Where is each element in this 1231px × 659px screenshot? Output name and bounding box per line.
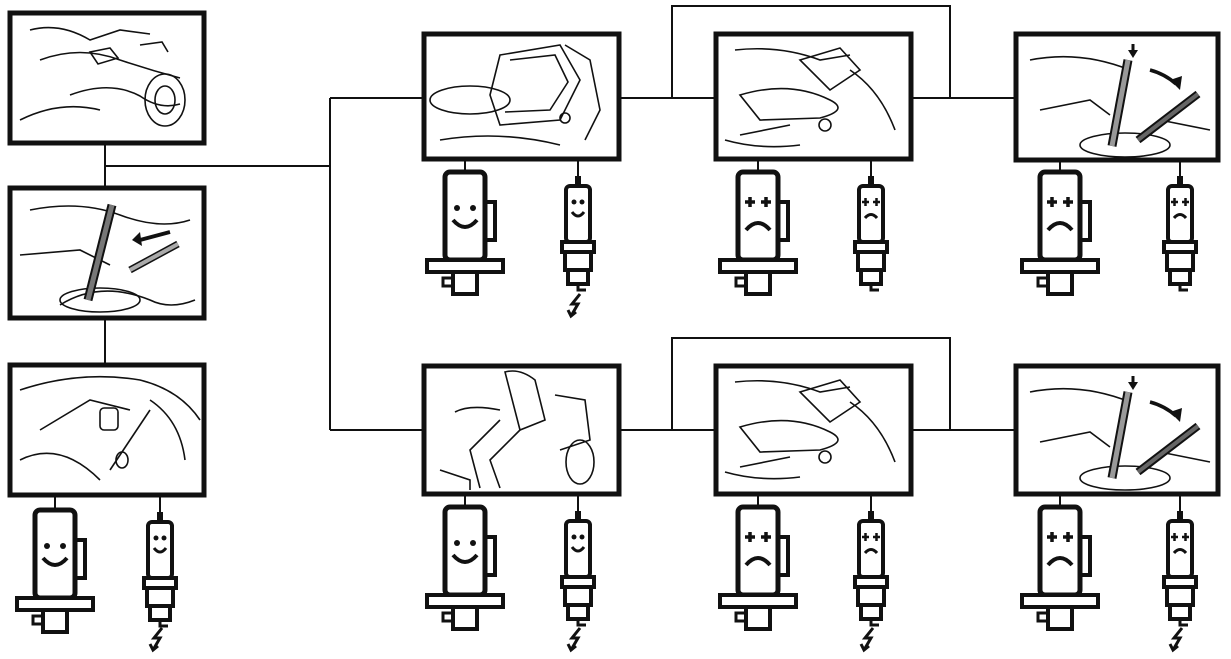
lever-icon <box>1107 376 1201 479</box>
spark-icon <box>566 292 582 318</box>
panel-lever-pushed-forward <box>1013 363 1221 497</box>
spark-plug-happy <box>142 510 178 628</box>
spark-icon <box>148 626 164 652</box>
ignition-module-happy <box>427 172 503 294</box>
spark-plug-sad <box>1162 174 1198 292</box>
panel-empty-seat <box>421 31 622 162</box>
ignition-module-happy <box>17 510 93 632</box>
lever-icon <box>1107 44 1201 147</box>
spark-plug-happy <box>560 174 596 292</box>
spark-icon <box>1168 626 1184 652</box>
ignition-module-happy <box>427 507 503 629</box>
panel-lever-pulled-back <box>7 185 207 321</box>
spark-plug-sad <box>1162 509 1198 627</box>
panel-lever-pushed-forward <box>1013 31 1221 163</box>
spark-plug-happy <box>560 509 596 627</box>
spark-plug-sad <box>853 509 889 627</box>
panel-hands-on-control-panel <box>7 10 207 146</box>
spark-plug-sad <box>853 174 889 292</box>
ignition-module-sad <box>720 507 796 629</box>
ignition-module-sad <box>1022 172 1098 294</box>
panel-engine-side-view <box>713 31 914 162</box>
lever-icon <box>83 203 180 302</box>
panel-engine-side-view <box>713 363 914 497</box>
spark-icon <box>566 626 582 652</box>
ignition-module-sad <box>1022 507 1098 629</box>
ignition-module-sad <box>720 172 796 294</box>
panel-pedal-detail <box>7 362 207 498</box>
panel-operator-seated <box>421 363 622 497</box>
spark-icon <box>859 626 875 652</box>
